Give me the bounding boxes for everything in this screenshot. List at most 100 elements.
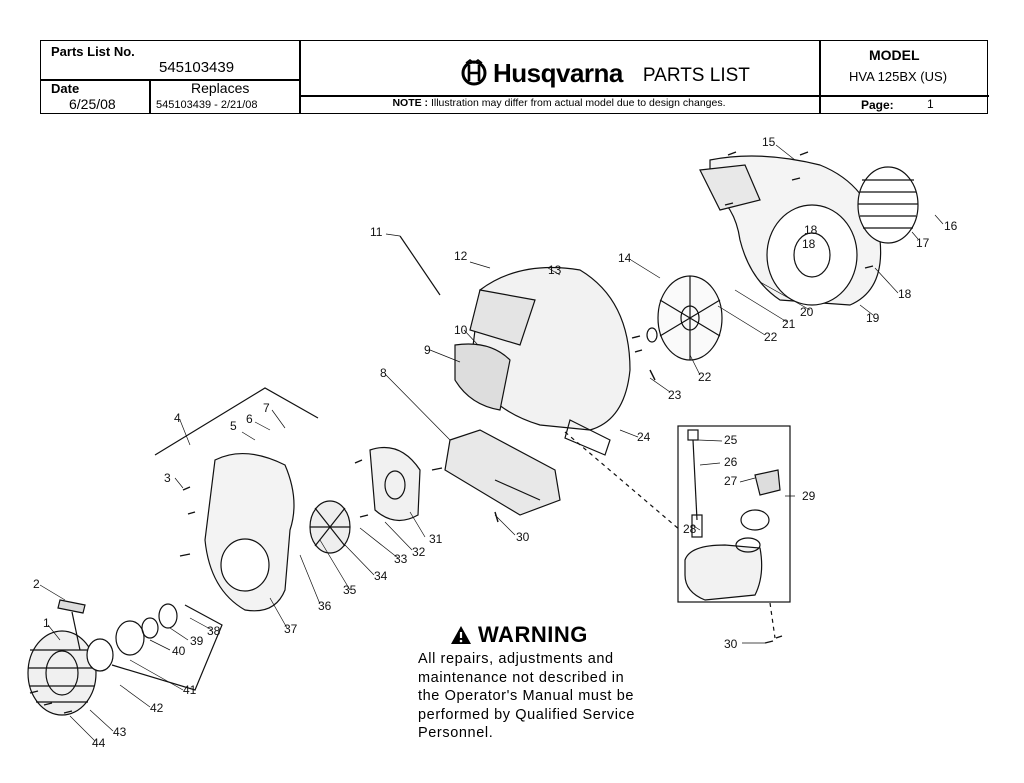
intake-grille [857,166,919,244]
bracket-4 [154,387,319,456]
callout-39: 39 [190,634,204,648]
screw-routing-dashed [769,602,776,639]
divider-left-mid [41,79,299,81]
doc-type: PARTS LIST [642,65,750,86]
callout-13: 13 [548,263,562,277]
warning-heading: WARNING [450,622,678,648]
callout-32: 32 [412,545,426,559]
fan-housing-front [454,266,631,456]
callout-labels: 1 2 3 4 5 6 7 8 9 10 11 12 13 14 15 16 1… [33,135,958,750]
fuel-line-filter [687,429,703,538]
husqvarna-logo-icon [461,59,487,86]
blower-housing-rear [699,155,882,306]
warning-title: WARNING [478,622,588,647]
callout-44: 44 [92,736,106,750]
replaces-label: Replaces [191,80,250,96]
callout-14: 14 [618,251,632,265]
callout-42: 42 [150,701,164,715]
callout-43: 43 [113,725,127,739]
callout-28: 28 [683,522,697,536]
callout-21: 21 [782,317,796,331]
callout-38: 38 [207,624,221,638]
callout-35: 35 [343,583,357,597]
divider-center [299,95,819,97]
callout-22a: 22 [764,330,778,344]
page-value: 1 [927,97,934,111]
flywheel [309,500,351,554]
date-value: 6/25/08 [69,96,116,112]
screws [29,151,874,714]
fuel-routing-dashed [564,431,681,531]
page-label: Page: [861,98,894,112]
callout-19: 19 [866,311,880,325]
warning-line-2: maintenance not described in [418,669,625,686]
model-value: HVA 125BX (US) [849,69,948,84]
ignition-module [369,446,421,521]
callout-5: 5 [230,419,237,433]
callout-6: 6 [246,412,253,426]
leader-lines [39,144,944,742]
model-label: MODEL [869,47,920,63]
callout-26: 26 [724,455,738,469]
divider-left-date [149,79,151,113]
warning-line-3: the Operator's Manual must be [418,688,635,704]
bracket-41 [111,604,223,691]
recoil-starter-housing [27,630,97,716]
warning-line-5: Personnel. [418,725,494,741]
callout-34: 34 [374,569,388,583]
fuel-cap [740,469,781,531]
callout-11: 11 [370,225,383,239]
callout-25: 25 [724,433,738,447]
warning-line-1: All repairs, adjustments and [418,651,614,667]
lower-handle [444,429,561,516]
callout-30b: 30 [724,637,738,651]
callout-27: 27 [724,474,738,488]
callout-7: 7 [263,401,270,415]
callout-18a: 18 [804,223,818,237]
divider-left [299,41,301,113]
callout-22b: 22 [698,370,712,384]
warning-box: WARNING All repairs, adjustments and mai… [418,622,678,743]
callout-40: 40 [172,644,186,658]
warning-triangle-icon [451,626,471,644]
impeller [657,275,723,361]
brand-name: Husqvarna [493,57,623,88]
note-label: NOTE : [392,97,429,109]
note-text: Illustration may differ from actual mode… [430,97,726,109]
washer-22 [646,327,658,343]
callout-33: 33 [394,552,408,566]
callout-18b: 18 [802,237,816,251]
starter-handle [57,599,86,651]
callout-1: 1 [43,616,50,630]
callout-3: 3 [164,471,171,485]
callout-10: 10 [454,323,468,337]
callout-20: 20 [800,305,814,319]
callout-36: 36 [318,599,332,613]
callout-37: 37 [284,622,298,636]
callout-17: 17 [916,236,930,250]
callout-29: 29 [802,489,816,503]
callout-4: 4 [174,411,181,425]
callout-16: 16 [944,219,958,233]
divider-right-mid [819,95,989,97]
header-block: Parts List No. 545103439 Date 6/25/08 Re… [40,40,989,114]
date-label: Date [51,81,80,96]
callout-24: 24 [637,430,651,444]
callout-23: 23 [668,388,682,402]
callout-2: 2 [33,577,40,591]
callout-41: 41 [183,683,197,697]
brand-area: Husqvarna PARTS LIST [461,55,781,91]
callout-31: 31 [429,532,443,546]
warning-text: All repairs, adjustments and maintenance… [418,650,678,743]
callout-8: 8 [380,366,387,380]
engine-cover [204,452,295,612]
divider-right [819,41,821,113]
warning-line-4: performed by Qualified Service [418,706,636,723]
callout-9: 9 [424,343,431,357]
callout-30a: 30 [516,530,530,544]
parts-list-no: 545103439 [159,59,235,76]
throttle-rod [399,235,441,296]
callout-15: 15 [762,135,776,149]
callout-12: 12 [454,249,468,263]
fuel-tank-kit-box [677,425,791,603]
